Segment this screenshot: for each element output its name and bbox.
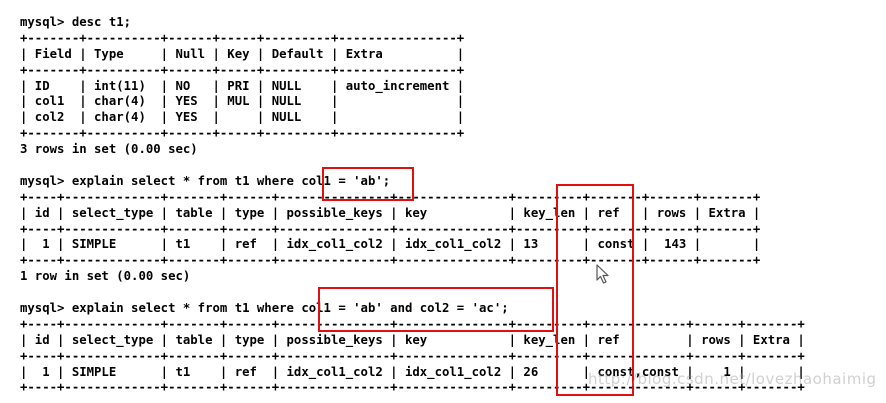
console-line: | 1 | SIMPLE | t1 | ref | idx_col1_col2 … xyxy=(20,364,805,379)
console-line: | id | select_type | table | type | poss… xyxy=(20,332,805,347)
console-line: mysql> desc t1; xyxy=(20,15,132,29)
console-line: | 1 | SIMPLE | t1 | ref | idx_col1_col2 … xyxy=(20,237,761,252)
console-line: +----+-------------+-------+------+-----… xyxy=(20,221,761,236)
console-line: 1 row in set (0.00 sec) xyxy=(20,269,191,284)
console-line: +-------+----------+------+-----+-------… xyxy=(20,30,465,45)
console-line: | col1 | char(4) | YES | MUL | NULL | | xyxy=(20,94,465,109)
console-line: | ID | int(11) | NO | PRI | NULL | auto_… xyxy=(20,78,465,93)
highlight-box-where-col1-col2 xyxy=(318,287,554,332)
highlight-box-key-len-column xyxy=(556,184,634,396)
highlight-box-where-col1 xyxy=(322,167,414,201)
mouse-pointer-icon xyxy=(596,264,609,284)
console-line: +-------+----------+------+-----+-------… xyxy=(20,62,465,77)
console-line: 3 rows in set (0.00 sec) xyxy=(20,142,198,157)
console-line: +----+-------------+-------+------+-----… xyxy=(20,380,805,395)
console-line: mysql> explain select * from t1 where co… xyxy=(20,301,509,316)
console-line: +-------+----------+------+-----+-------… xyxy=(20,126,465,141)
console-line: +----+-------------+-------+------+-----… xyxy=(20,189,761,204)
console-output: mysql> desc t1;+-------+----------+-----… xyxy=(20,15,805,396)
console-line: | col2 | char(4) | YES | | NULL | | xyxy=(20,110,465,125)
console-line: | Field | Type | Null | Key | Default | … xyxy=(20,46,465,61)
console-line: +----+-------------+-------+------+-----… xyxy=(20,253,761,268)
console-line: +----+-------------+-------+------+-----… xyxy=(20,348,805,363)
console-line: +----+-------------+-------+------+-----… xyxy=(20,316,805,331)
console-line: | id | select_type | table | type | poss… xyxy=(20,205,761,220)
watermark-text: http://blog.csdn.net/lovezhaohaimig xyxy=(588,370,877,388)
